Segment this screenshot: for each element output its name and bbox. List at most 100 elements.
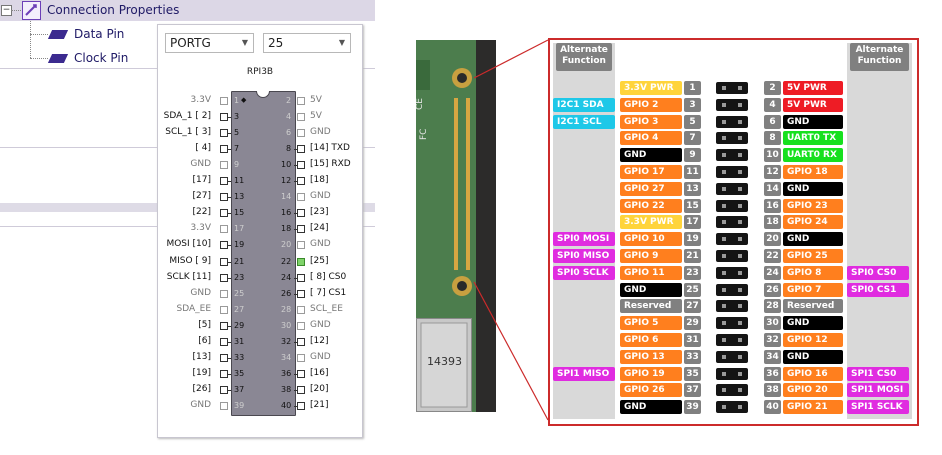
- pin-number: 3: [234, 112, 240, 122]
- pin-label: GND: [310, 239, 331, 250]
- pin-terminal[interactable]: [220, 257, 231, 266]
- pin-terminal[interactable]: [220, 353, 231, 362]
- pin-terminal[interactable]: [297, 321, 305, 330]
- header-pin-pair: [716, 250, 748, 262]
- pin-terminal[interactable]: [297, 129, 305, 138]
- pin-number-badge: 22: [764, 249, 781, 263]
- pin-terminal[interactable]: [297, 257, 305, 266]
- chip-pin-left: 3.3V: [158, 221, 231, 237]
- pin-terminal[interactable]: [294, 273, 305, 282]
- pin-terminal[interactable]: [220, 321, 231, 330]
- chip-pin-right: [23]: [294, 205, 362, 221]
- header-pin-pair: [716, 317, 748, 330]
- tree-connector: [11, 10, 21, 11]
- header-title: Connection Properties: [47, 3, 180, 17]
- pin-terminal[interactable]: [220, 369, 231, 378]
- chip-pin-left: [22]: [158, 205, 231, 221]
- pin-terminal[interactable]: [220, 129, 231, 138]
- tree-item-clock-pin[interactable]: Clock Pin: [74, 51, 129, 65]
- pin-number-badge: 9: [684, 148, 701, 163]
- pin-terminal[interactable]: [294, 337, 305, 346]
- pin-terminal[interactable]: [294, 369, 305, 378]
- pin-number-badge: 11: [684, 165, 701, 179]
- chip-body: ◆: [231, 91, 296, 416]
- properties-panel: − Connection Properties Data Pin Clock P…: [0, 0, 375, 455]
- pin-label: [ 8] CS0: [310, 271, 347, 282]
- pin-terminal[interactable]: [294, 401, 305, 410]
- pin-function-label: GPIO 11: [620, 265, 682, 280]
- pin-terminal[interactable]: [220, 241, 231, 250]
- header-pin-pair: [716, 216, 748, 229]
- pin-terminal[interactable]: [220, 209, 231, 218]
- alt-function-label: SPI1 MISO: [553, 366, 615, 381]
- pin-terminal[interactable]: [294, 145, 305, 154]
- pin-number-badge: 26: [764, 282, 781, 297]
- pin-label: [19]: [192, 367, 211, 378]
- pin-label: [20]: [310, 383, 329, 394]
- pin-function-label: GPIO 2: [620, 97, 682, 112]
- pin-terminal[interactable]: [294, 289, 305, 298]
- pin-terminal[interactable]: [297, 193, 305, 202]
- pin-terminal[interactable]: [220, 289, 228, 298]
- pin-function-label: GND: [783, 349, 843, 364]
- header-pin-pair: [716, 182, 748, 195]
- pin-number: 17: [234, 224, 245, 234]
- pin-label: [26]: [192, 383, 211, 394]
- pin-terminal[interactable]: [220, 401, 228, 410]
- pin-function-label: GPIO 4: [620, 131, 682, 146]
- pin-number-badge: 1: [684, 81, 701, 95]
- pin-terminal[interactable]: [294, 385, 305, 394]
- pin-function-label: GPIO 7: [783, 282, 843, 297]
- pin-number: 10: [281, 160, 292, 170]
- pin-label: [14] TXD: [310, 143, 350, 154]
- pin-terminal[interactable]: [297, 97, 305, 105]
- tree-connector: [30, 58, 48, 59]
- pin-label: 5V: [310, 111, 322, 122]
- pin-terminal[interactable]: [294, 177, 305, 186]
- pin-terminal[interactable]: [220, 385, 231, 394]
- pin-select[interactable]: 25 ▼: [263, 33, 351, 53]
- pin-label: GND: [310, 351, 331, 362]
- pin-label: SCL_EE: [310, 303, 343, 314]
- pin-terminal[interactable]: [220, 273, 231, 282]
- chip-pin-right: 5V: [294, 109, 362, 125]
- pin-function-label: GPIO 13: [620, 349, 682, 364]
- pin-number-badge: 29: [684, 316, 701, 331]
- pin-terminal[interactable]: [220, 177, 231, 186]
- chip-pin-left: [17]: [158, 173, 231, 189]
- pin-terminal[interactable]: [220, 193, 231, 202]
- chip-pin-right: SCL_EE: [294, 302, 362, 318]
- pin-terminal[interactable]: [220, 145, 231, 154]
- pin-number-badge: 10: [764, 148, 781, 163]
- pin-number: 33: [234, 352, 245, 362]
- pin-terminal[interactable]: [297, 113, 305, 122]
- header-pin-pair: [716, 334, 748, 346]
- chip-pin-left: GND: [158, 286, 231, 302]
- pin-terminal[interactable]: [220, 305, 228, 314]
- pin-terminal[interactable]: [297, 305, 305, 314]
- tree-item-data-pin[interactable]: Data Pin: [74, 27, 125, 41]
- pin-terminal[interactable]: [297, 353, 305, 362]
- pin-terminal[interactable]: [220, 337, 231, 346]
- pin-terminal[interactable]: [220, 161, 228, 170]
- pin-number: 28: [281, 304, 292, 314]
- pin-terminal[interactable]: [220, 113, 231, 122]
- pin-terminal[interactable]: [220, 225, 228, 234]
- header-pin-pair: [716, 300, 748, 313]
- pin-label: [18]: [310, 175, 329, 186]
- pin-function-label: Reserved: [620, 299, 682, 314]
- pin-terminal[interactable]: [294, 225, 305, 234]
- port-select[interactable]: PORTG ▼: [165, 33, 254, 53]
- pin-label: [24]: [310, 223, 329, 234]
- pin-terminal[interactable]: [220, 97, 228, 105]
- pin-function-label: GPIO 20: [783, 383, 843, 398]
- chip-pin-left: [ 4]: [158, 141, 231, 157]
- pin-terminal[interactable]: [294, 161, 305, 170]
- pin-number: 26: [281, 288, 292, 298]
- pin-number: 2: [286, 96, 292, 105]
- pin-terminal[interactable]: [297, 241, 305, 250]
- clock-pin-icon: [47, 54, 69, 63]
- pin-terminal[interactable]: [294, 209, 305, 218]
- alt-function-label: SPI1 MOSI: [847, 383, 909, 398]
- connection-properties-header[interactable]: − Connection Properties: [0, 0, 375, 21]
